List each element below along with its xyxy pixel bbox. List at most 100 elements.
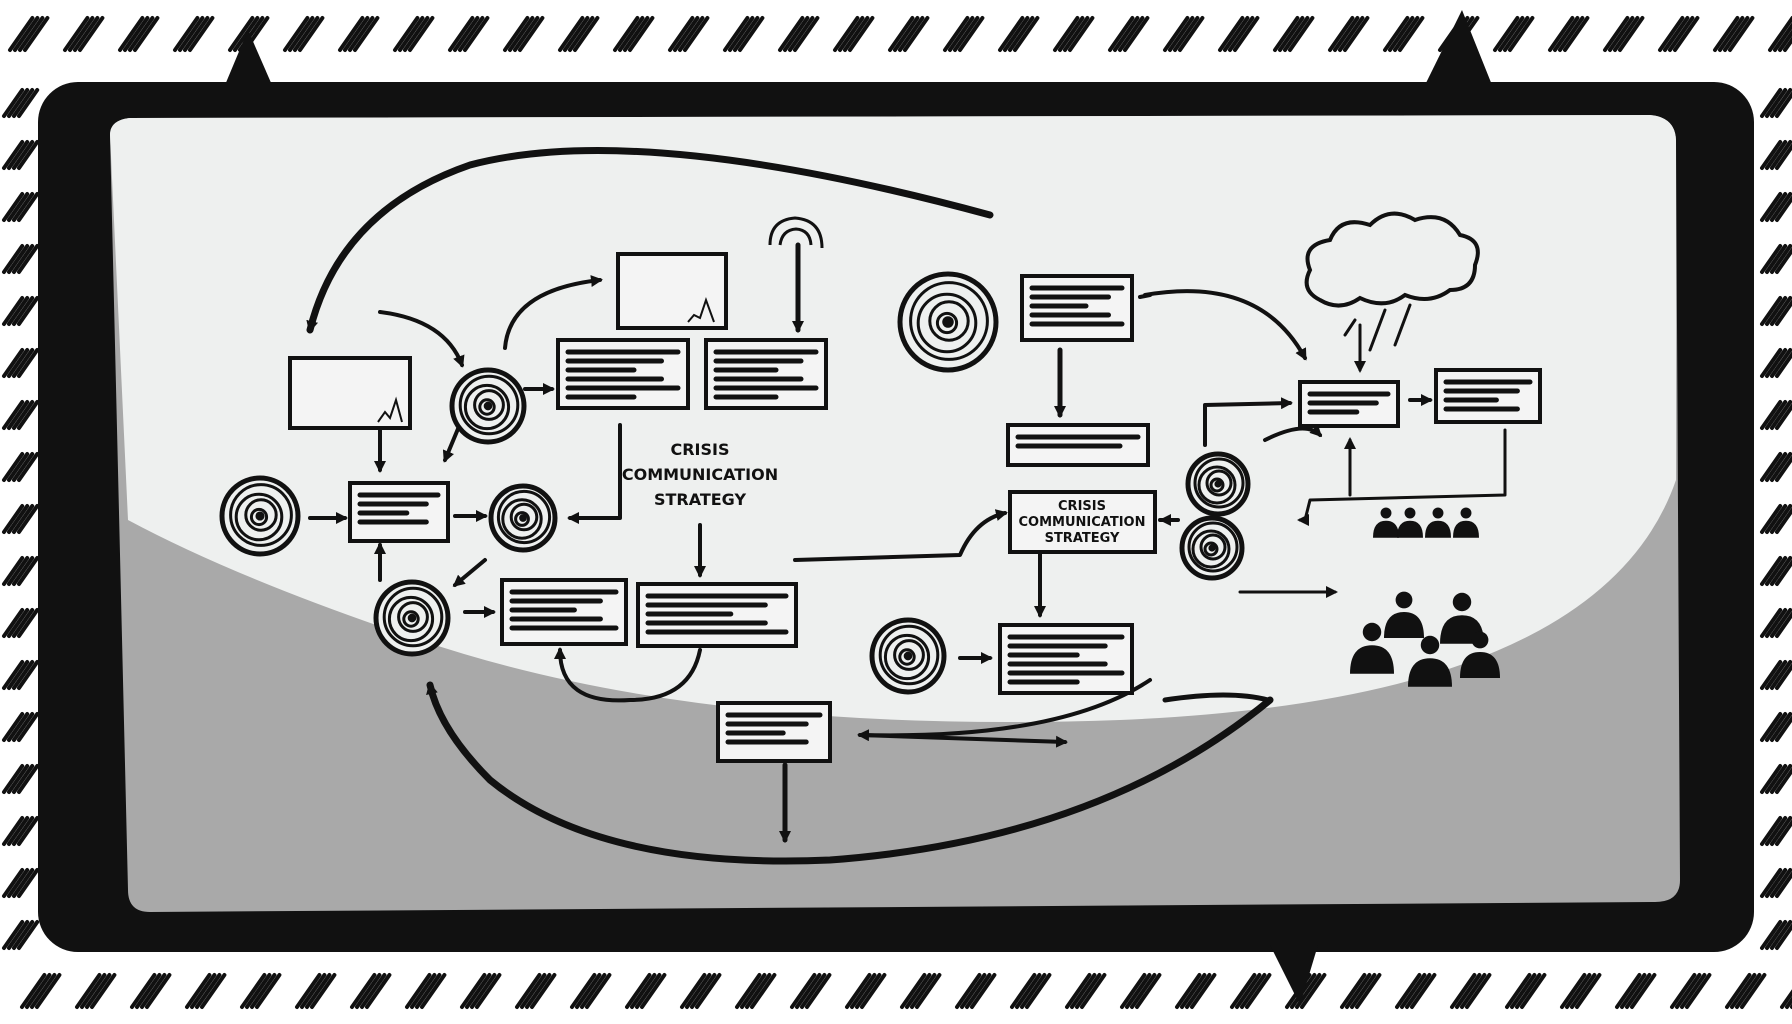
spiral-node-icon [897,271,999,373]
hatch-mark [1658,16,1700,52]
hatch-mark [2,556,40,586]
hatch-mark [515,973,557,1009]
hatch-mark [460,973,502,1009]
hatch-mark [2,348,40,378]
person-icon [1350,622,1394,674]
hatch-mark [1340,973,1382,1009]
hatch-mark [1548,16,1590,52]
person-icon [1460,631,1500,678]
hatch-mark [2,660,40,690]
loop-arrow-bottom-head [1162,692,1271,703]
spiral-nodes [219,271,1251,695]
person-icon [1408,635,1452,687]
text-card-icon [998,623,1134,695]
hatch-mark [2,296,40,326]
hatch-mark [1108,16,1150,52]
hatch-mark [2,712,40,742]
hatch-mark [1230,973,1272,1009]
hatch-mark [1760,140,1792,170]
rain-line-1 [1343,318,1357,337]
hatch-mark [1760,88,1792,118]
text-card-icon [1434,368,1542,424]
hatched-border [2,16,1792,1009]
spiral-node-icon [869,617,947,695]
hatch-mark [503,16,545,52]
people-group-icon [1350,507,1500,687]
strategy-box-line-3: STRATEGY [1045,531,1120,546]
hatch-mark [1760,712,1792,742]
hatch-mark [1383,16,1425,52]
text-cards [348,274,1542,763]
signal-icon-inner [778,227,813,246]
hatch-mark [338,16,380,52]
hatch-mark [1450,973,1492,1009]
text-card-icon [1006,423,1150,467]
hatch-mark [668,16,710,52]
hatch-mark [1760,660,1792,690]
hatch-mark [185,973,227,1009]
spiral-node-icon [219,475,301,557]
hatch-mark [1760,920,1792,950]
hatch-mark [448,16,490,52]
hatch-mark [1760,868,1792,898]
frame-tab-right [1425,10,1492,85]
hatch-mark [1670,973,1712,1009]
hatch-mark [1760,348,1792,378]
hatch-mark [2,88,40,118]
arrow-o [554,647,702,703]
text-card-icon [500,578,628,646]
hatch-mark [295,973,337,1009]
hatch-mark [1760,608,1792,638]
panel-light [110,115,1676,723]
hatch-mark [2,868,40,898]
hatch-mark [778,16,820,52]
hatch-mark [1120,973,1162,1009]
hatch-mark [20,973,62,1009]
hatch-mark [833,16,875,52]
cloud-icon [1304,211,1480,308]
hatch-mark [1505,973,1547,1009]
hatch-mark [998,16,1040,52]
strategy-box-line-2: COMMUNICATION [1019,515,1146,530]
hatch-mark [1328,16,1370,52]
hatch-mark [1713,16,1755,52]
arrow-t [1203,397,1293,447]
hatch-mark [1065,973,1107,1009]
hatch-mark [1780,989,1792,1009]
arrow-a [378,310,465,368]
hatch-mark [2,608,40,638]
hatch-mark [1760,192,1792,222]
hatch-mark [1760,504,1792,534]
person-icon [1453,507,1479,538]
hatch-mark [845,973,887,1009]
frame-tab-left [225,30,272,85]
hatch-mark [173,16,215,52]
hatch-mark [2,452,40,482]
hatch-mark [1760,816,1792,846]
hatch-mark [240,973,282,1009]
hatch-mark [63,16,105,52]
hatch-mark [1053,16,1095,52]
hatch-mark [1493,16,1535,52]
rain-line-3 [1393,303,1412,347]
chart-box-left [288,356,412,430]
hatch-mark [2,504,40,534]
arrow-r [1143,289,1307,361]
text-card-icon [716,701,832,763]
spiral-node-icon [1179,515,1245,581]
hatch-mark [350,973,392,1009]
text-card-icon [348,481,450,543]
spiral-node-icon [373,579,451,657]
hatch-mark [955,973,997,1009]
strategy-box-line-1: CRISIS [1058,499,1106,514]
frame-tab-bottom [1270,945,1318,1005]
hatch-mark [2,920,40,950]
center-title-line-2: COMMUNICATION [622,465,778,484]
hatch-mark [1760,764,1792,794]
hatch-mark [1603,16,1645,52]
hatch-mark [1760,556,1792,586]
hatch-mark [1615,973,1657,1009]
hatch-mark [1175,973,1217,1009]
